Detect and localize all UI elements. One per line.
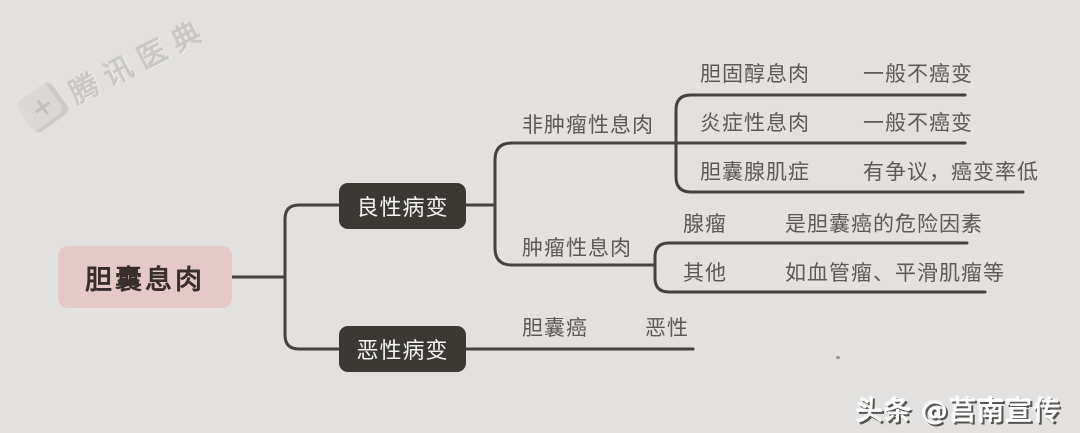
watermark-toutiao-label: 头条 xyxy=(856,396,912,427)
connector-group xyxy=(230,93,1025,351)
note-inflammatory-polyp: 一般不癌变 xyxy=(863,111,973,135)
note-adenomyomatosis: 有争议，癌变率低 xyxy=(863,160,1039,184)
branch-node-benign: 良性病变 xyxy=(339,183,466,229)
leaf-other: 其他 xyxy=(683,261,727,285)
watermark-toutiao: 头条 @莒南宣传 xyxy=(856,389,1061,428)
speck xyxy=(836,356,840,359)
edge-tumor-children-trunk xyxy=(653,241,671,294)
watermark-toutiao-handle: @莒南宣传 xyxy=(921,396,1061,427)
edge-nontumor-children-trunk xyxy=(674,93,693,194)
leaf-cholesterol-polyp: 胆固醇息肉 xyxy=(700,62,810,86)
leaf-inflammatory-polyp: 炎症性息肉 xyxy=(700,111,810,135)
branch-node-malignant: 恶性病变 xyxy=(339,326,466,372)
edge-root-trunk xyxy=(283,203,341,351)
leaf-adenoma: 腺瘤 xyxy=(683,212,727,236)
note-gallbladder-cancer: 恶性 xyxy=(645,316,689,340)
note-adenoma: 是胆囊癌的危险因素 xyxy=(785,212,983,236)
note-cholesterol-polyp: 一般不癌变 xyxy=(863,62,973,86)
node-nontumor-polyp: 非肿瘤性息肉 xyxy=(522,113,654,137)
note-other: 如血管瘤、平滑肌瘤等 xyxy=(785,261,1005,285)
leaf-adenomyomatosis: 胆囊腺肌症 xyxy=(700,160,810,184)
node-tumor-polyp: 肿瘤性息肉 xyxy=(522,236,632,260)
leaf-gallbladder-cancer: 胆囊癌 xyxy=(522,316,588,340)
edge-benign-trunk xyxy=(493,141,514,267)
root-node-gallbladder-polyp: 胆囊息肉 xyxy=(58,246,232,308)
